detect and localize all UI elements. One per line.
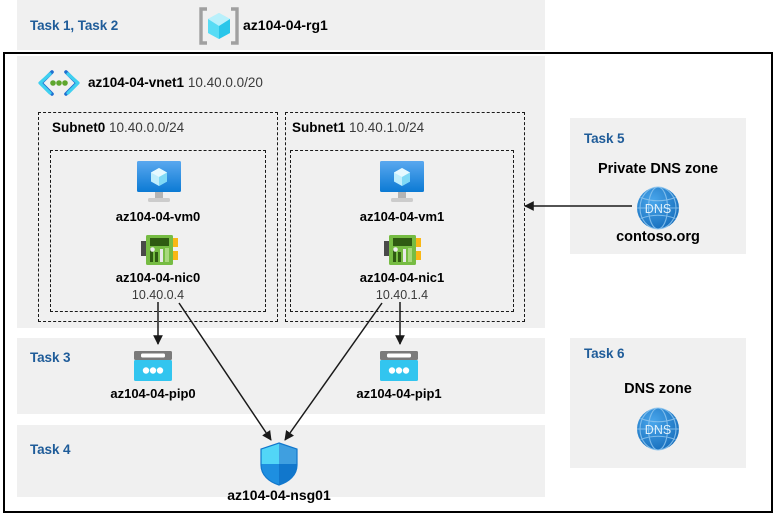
resource-group-icon [197,6,241,46]
vnet-title: az104-04-vnet1 10.40.0.0/20 [88,75,263,90]
public-ip-address-icon [379,350,419,382]
pip0-label: az104-04-pip0 [110,386,196,401]
task-label-5: Task 5 [584,131,625,146]
nic1-ip: 10.40.1.4 [375,288,429,302]
nic0-ip: 10.40.0.4 [131,288,185,302]
dns-zone-icon: DNS [634,405,682,453]
network-interface-icon [141,234,178,266]
vm1-label: az104-04-vm1 [359,209,445,224]
task-label-6: Task 6 [584,346,625,361]
subnet1-name: Subnet1 [292,120,346,135]
subscription-frame [3,52,773,513]
task-label-4: Task 4 [30,442,71,457]
virtual-machine-icon [134,158,184,204]
nic0-label: az104-04-nic0 [115,270,201,285]
task1-task2-band [17,0,545,50]
vm0-label: az104-04-vm0 [115,209,201,224]
nsg-label: az104-04-nsg01 [227,487,331,503]
subnet1-box [285,112,525,322]
task5-panel [570,118,746,254]
subnet0-cidr: 10.40.0.0/24 [109,120,185,135]
vnet-cidr: 10.40.0.0/20 [187,75,263,90]
public-ip-address-icon [133,350,173,382]
task-label-3: Task 3 [30,350,71,365]
private-dns-zone-name: contoso.org [616,229,700,245]
resource-group-name: az104-04-rg1 [243,17,328,33]
task3-band [17,338,545,414]
subnet0-name: Subnet0 [52,120,106,135]
subnet0-title: Subnet0 10.40.0.0/24 [52,120,184,135]
dns-zone-heading: DNS zone [624,381,692,397]
task-label-1-2: Task 1, Task 2 [30,18,119,33]
subnet1-cidr: 10.40.1.0/24 [349,120,425,135]
network-interface-icon [384,234,421,266]
dns-icon-text: DNS [645,202,671,216]
subnet1-title: Subnet1 10.40.1.0/24 [292,120,424,135]
private-dns-zone-heading: Private DNS zone [597,161,719,177]
virtual-machine-icon [377,158,427,204]
pip1-label: az104-04-pip1 [356,386,442,401]
vnet-name: az104-04-vnet1 [88,75,185,90]
network-security-group-icon [258,441,300,487]
virtual-network-icon [36,69,82,97]
dns-zone-icon: DNS [634,184,682,232]
subnet1-resources-box [290,150,514,312]
nic1-label: az104-04-nic1 [359,270,445,285]
vnet-panel [17,56,545,328]
dns-icon-text: DNS [645,423,671,437]
